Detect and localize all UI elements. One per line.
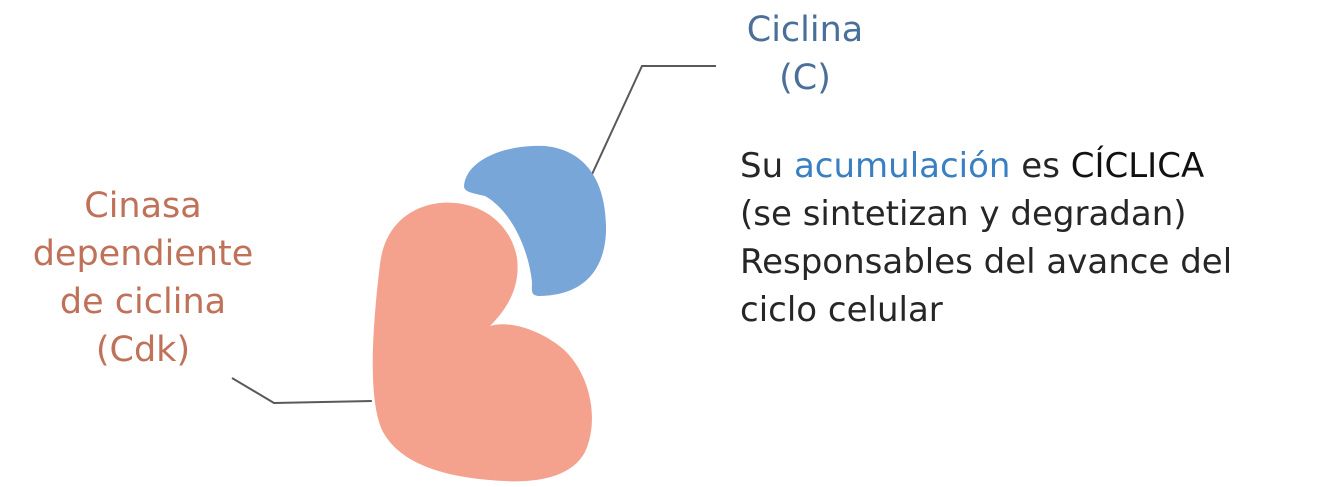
cdk-label-line-2: dependiente xyxy=(32,234,254,274)
cyclin-connector-line xyxy=(587,65,716,184)
description-prefix: Su xyxy=(740,146,794,186)
cyclin-shape xyxy=(464,145,607,296)
description-line-1: Su acumulación es CÍCLICA xyxy=(740,142,1232,190)
description-highlight: acumulación xyxy=(793,146,1011,186)
cdk-label-line-1: Cinasa xyxy=(84,186,202,226)
description-line-3: Responsables del avance del xyxy=(740,242,1233,282)
cyclin-description: Su acumulación es CÍCLICA (se sintetizan… xyxy=(740,142,1232,334)
cyclin-label-line-2: (C) xyxy=(779,58,831,98)
description-line-4: ciclo celular xyxy=(740,290,943,330)
cdk-label-line-3: de ciclina xyxy=(59,282,227,322)
cdk-shape xyxy=(369,199,595,485)
cdk-label-line-4: (Cdk) xyxy=(95,330,191,370)
cyclin-label: Ciclina (C) xyxy=(720,6,890,102)
cyclin-label-line-1: Ciclina xyxy=(746,10,864,50)
cdk-connector-line xyxy=(231,377,373,405)
cdk-label: Cinasa dependiente de ciclina (Cdk) xyxy=(8,182,278,374)
description-strong: CÍCLICA xyxy=(1070,146,1205,186)
description-middle: es xyxy=(1010,146,1071,186)
description-line-2: (se sintetizan y degradan) xyxy=(740,194,1187,234)
